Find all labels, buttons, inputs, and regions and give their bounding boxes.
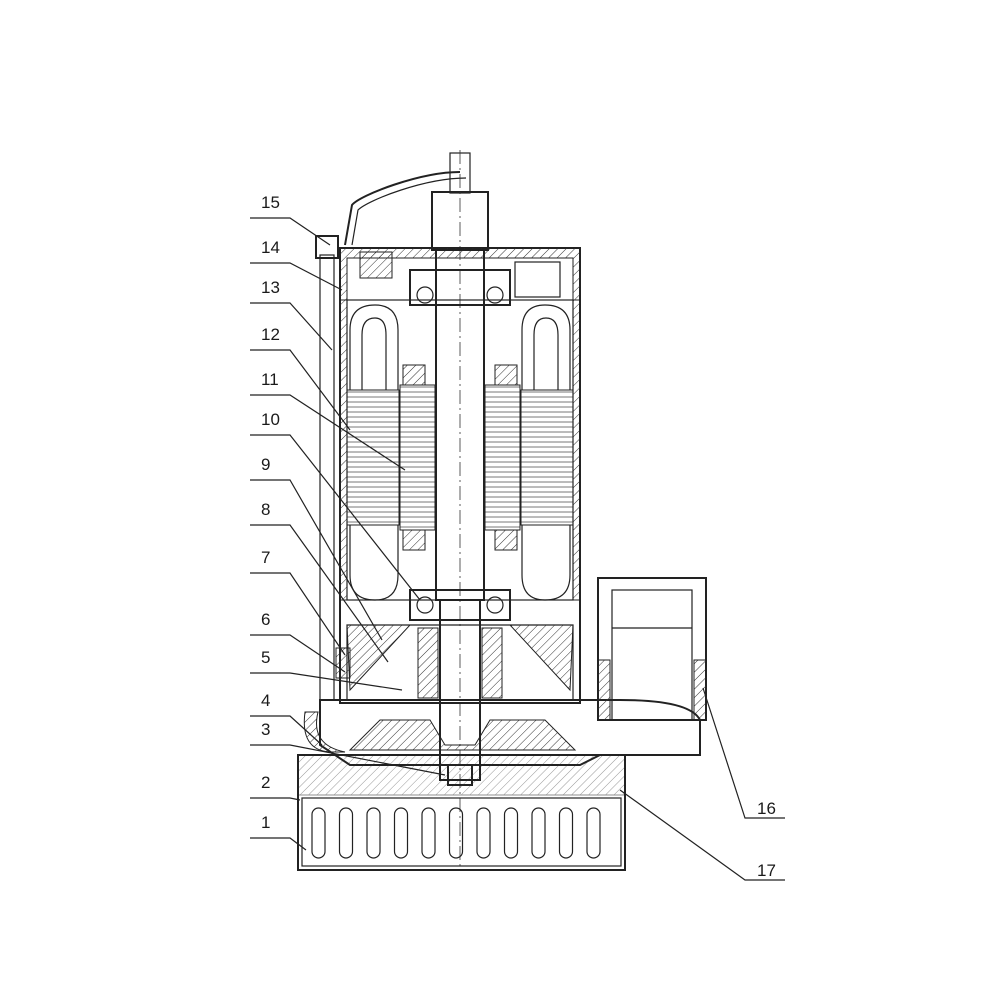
leader-line — [250, 524, 389, 663]
leader-line — [250, 262, 343, 291]
leader-line — [250, 837, 307, 851]
strainer-slot — [503, 807, 519, 859]
motor-housing — [339, 247, 581, 781]
part-label-6: 6 — [261, 610, 270, 629]
leader-lines — [250, 217, 785, 881]
part-label-12: 12 — [261, 325, 280, 344]
strainer-slot — [531, 807, 546, 859]
part-label-17: 17 — [757, 861, 776, 880]
leader-line — [250, 672, 403, 691]
leader-line — [619, 789, 785, 881]
strainer-slot — [421, 807, 436, 859]
part-label-7: 7 — [261, 548, 270, 567]
part-label-16: 16 — [757, 799, 776, 818]
leader-line — [250, 744, 446, 776]
leader-line — [250, 797, 301, 801]
part-labels: 15 14 13 12 11 10 9 8 7 6 5 4 3 2 1 16 17 — [261, 193, 776, 880]
part-label-5: 5 — [261, 648, 270, 667]
leader-line — [250, 349, 351, 431]
leader-line — [250, 572, 346, 656]
part-label-4: 4 — [261, 691, 270, 710]
part-label-15: 15 — [261, 193, 280, 212]
strainer-slot — [366, 807, 381, 859]
part-label-11: 11 — [261, 370, 279, 389]
leader-line — [702, 687, 785, 819]
part-label-9: 9 — [261, 455, 270, 474]
strainer-slot — [393, 807, 409, 859]
discharge-outlet — [597, 577, 707, 721]
leader-line — [250, 394, 406, 471]
part-label-14: 14 — [261, 238, 280, 257]
strainer-slot — [311, 807, 326, 859]
strainer-slot — [586, 807, 601, 859]
leader-line — [250, 479, 383, 641]
strainer-slot — [448, 807, 464, 859]
leader-line — [250, 434, 421, 601]
part-label-1: 1 — [261, 813, 270, 832]
part-label-3: 3 — [261, 720, 270, 739]
strainer-slot — [476, 807, 491, 859]
leader-line — [250, 634, 346, 673]
leader-line — [250, 715, 323, 746]
strainer-slot — [338, 807, 354, 859]
part-label-13: 13 — [261, 278, 280, 297]
leader-line — [250, 217, 331, 246]
strainer-slot — [558, 807, 574, 859]
strainer-base — [297, 754, 626, 871]
leader-line — [250, 302, 333, 351]
part-label-10: 10 — [261, 410, 280, 429]
part-label-8: 8 — [261, 500, 270, 519]
part-label-2: 2 — [261, 773, 270, 792]
